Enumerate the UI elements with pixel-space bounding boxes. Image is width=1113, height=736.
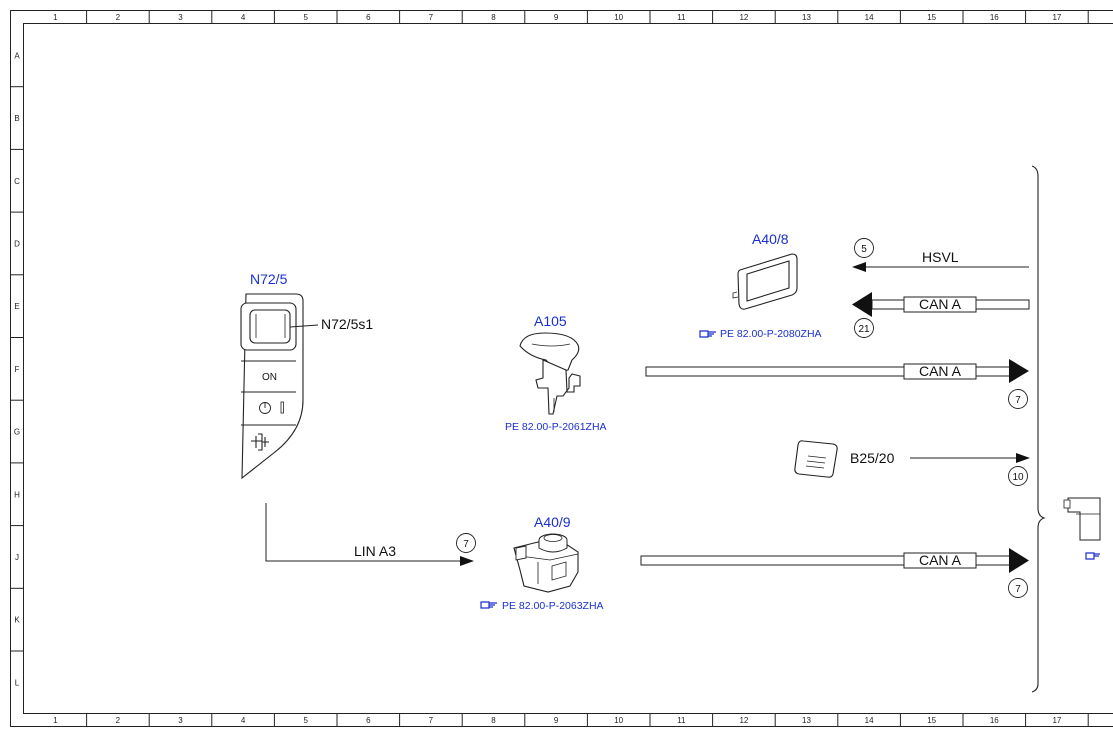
- a105-ref: PE 82.00-P-2061ZHA: [505, 421, 607, 433]
- b25-20-circle: 10: [1008, 466, 1028, 486]
- a40-8-label: A40/8: [752, 231, 789, 247]
- can-a-a40-9-label: CAN A: [919, 552, 962, 568]
- row-letter: A: [14, 51, 20, 60]
- column-number-bottom: 2: [116, 716, 121, 725]
- can-a-a40-9-circle: 7: [1008, 578, 1028, 598]
- b25-20-sensor: B25/20: [794, 440, 1030, 478]
- row-letter: L: [15, 678, 20, 687]
- column-number-bottom: 4: [241, 716, 246, 725]
- column-number-bottom: 1: [53, 716, 58, 725]
- column-scale: 1122334455667788991010111112121313141415…: [53, 11, 1089, 726]
- lin-a3-label: LIN A3: [354, 543, 396, 559]
- column-number-top: 11: [677, 13, 686, 22]
- a40-9-controller: A40/9 PE 82.00-P-2063ZHA: [480, 514, 604, 612]
- svg-text:7: 7: [463, 539, 469, 550]
- power-symbol-icon: [259, 401, 284, 414]
- a40-8-ref: PE 82.00-P-2080ZHA: [720, 328, 822, 340]
- row-letter: E: [14, 302, 19, 311]
- column-number-top: 17: [1052, 13, 1061, 22]
- row-letter: G: [14, 428, 20, 437]
- column-number-top: 14: [865, 13, 874, 22]
- column-number-top: 3: [178, 13, 183, 22]
- row-letter: J: [15, 553, 19, 562]
- svg-text:7: 7: [1015, 395, 1021, 406]
- column-number-top: 10: [614, 13, 623, 22]
- a40-9-label: A40/9: [534, 514, 571, 530]
- column-number-bottom: 6: [366, 716, 371, 725]
- lin-a3-connector-circle: 7: [456, 533, 476, 553]
- column-number-top: 15: [927, 13, 936, 22]
- a40-9-ref: PE 82.00-P-2063ZHA: [502, 600, 604, 612]
- pointing-hand-icon: [699, 330, 716, 338]
- column-number-bottom: 12: [739, 716, 748, 725]
- a105-selector-lever: A105 PE 82.00-P-2061ZHA: [505, 313, 607, 433]
- column-number-top: 2: [116, 13, 121, 22]
- column-number-bottom: 11: [677, 716, 686, 725]
- partial-component-right: [1063, 497, 1101, 560]
- n72-5-switch-panel: N72/5 N72/5s1 ON: [240, 271, 373, 480]
- inner-frame: [23, 23, 1113, 714]
- column-number-top: 9: [554, 13, 559, 22]
- row-letter: F: [15, 365, 20, 374]
- b25-20-label: B25/20: [850, 450, 895, 466]
- svg-text:5: 5: [861, 244, 867, 255]
- column-number-bottom: 14: [865, 716, 874, 725]
- svg-text:21: 21: [858, 324, 870, 335]
- can-a-in-label: CAN A: [919, 296, 962, 312]
- row-letter: K: [14, 616, 20, 625]
- hsvl-label: HSVL: [922, 249, 959, 265]
- column-number-top: 12: [739, 13, 748, 22]
- column-number-bottom: 7: [429, 716, 434, 725]
- can-a-a105-bus: CAN A: [645, 359, 1029, 383]
- n72-5s1-label: N72/5s1: [321, 316, 373, 332]
- row-letter: B: [14, 114, 19, 123]
- column-number-top: 16: [990, 13, 999, 22]
- can-a-a105-label: CAN A: [919, 363, 962, 379]
- row-letter: D: [14, 239, 20, 248]
- column-number-bottom: 5: [303, 716, 308, 725]
- pointing-hand-icon: [480, 601, 497, 609]
- row-scale: A B C D E F G H J K L: [11, 51, 23, 687]
- column-number-bottom: 8: [491, 716, 496, 725]
- can-a-a40-9-bus: CAN A: [640, 548, 1029, 573]
- row-letter: H: [14, 490, 20, 499]
- outer-frame: [10, 10, 1113, 727]
- column-number-top: 7: [429, 13, 434, 22]
- column-number-bottom: 15: [927, 716, 936, 725]
- on-button-label: ON: [262, 372, 277, 383]
- column-number-bottom: 10: [614, 716, 623, 725]
- column-number-bottom: 13: [802, 716, 811, 725]
- a40-8-display: A40/8 PE 82.00-P-2080ZHA: [699, 231, 822, 340]
- a105-label: A105: [534, 313, 567, 329]
- trailer-hitch-icon: [251, 433, 269, 451]
- column-number-bottom: 16: [990, 716, 999, 725]
- can-a-a105-circle: 7: [1008, 389, 1028, 409]
- bracket: [1031, 165, 1046, 693]
- row-letter: C: [14, 177, 20, 186]
- column-number-bottom: 17: [1052, 716, 1061, 725]
- can-a-in-bus: CAN A: [852, 292, 1030, 317]
- n72-5-label: N72/5: [250, 271, 288, 287]
- column-number-top: 8: [491, 13, 496, 22]
- hsvl-circle: 5: [854, 238, 874, 258]
- column-number-bottom: 3: [178, 716, 183, 725]
- svg-text:10: 10: [1012, 472, 1024, 483]
- svg-text:7: 7: [1015, 584, 1021, 595]
- can-a-in-circle: 21: [854, 318, 874, 338]
- column-number-top: 4: [241, 13, 246, 22]
- column-number-top: 1: [53, 13, 58, 22]
- column-number-bottom: 9: [554, 716, 559, 725]
- column-number-top: 6: [366, 13, 371, 22]
- hsvl-line: HSVL: [852, 249, 1029, 272]
- column-number-top: 13: [802, 13, 811, 22]
- column-number-top: 5: [303, 13, 308, 22]
